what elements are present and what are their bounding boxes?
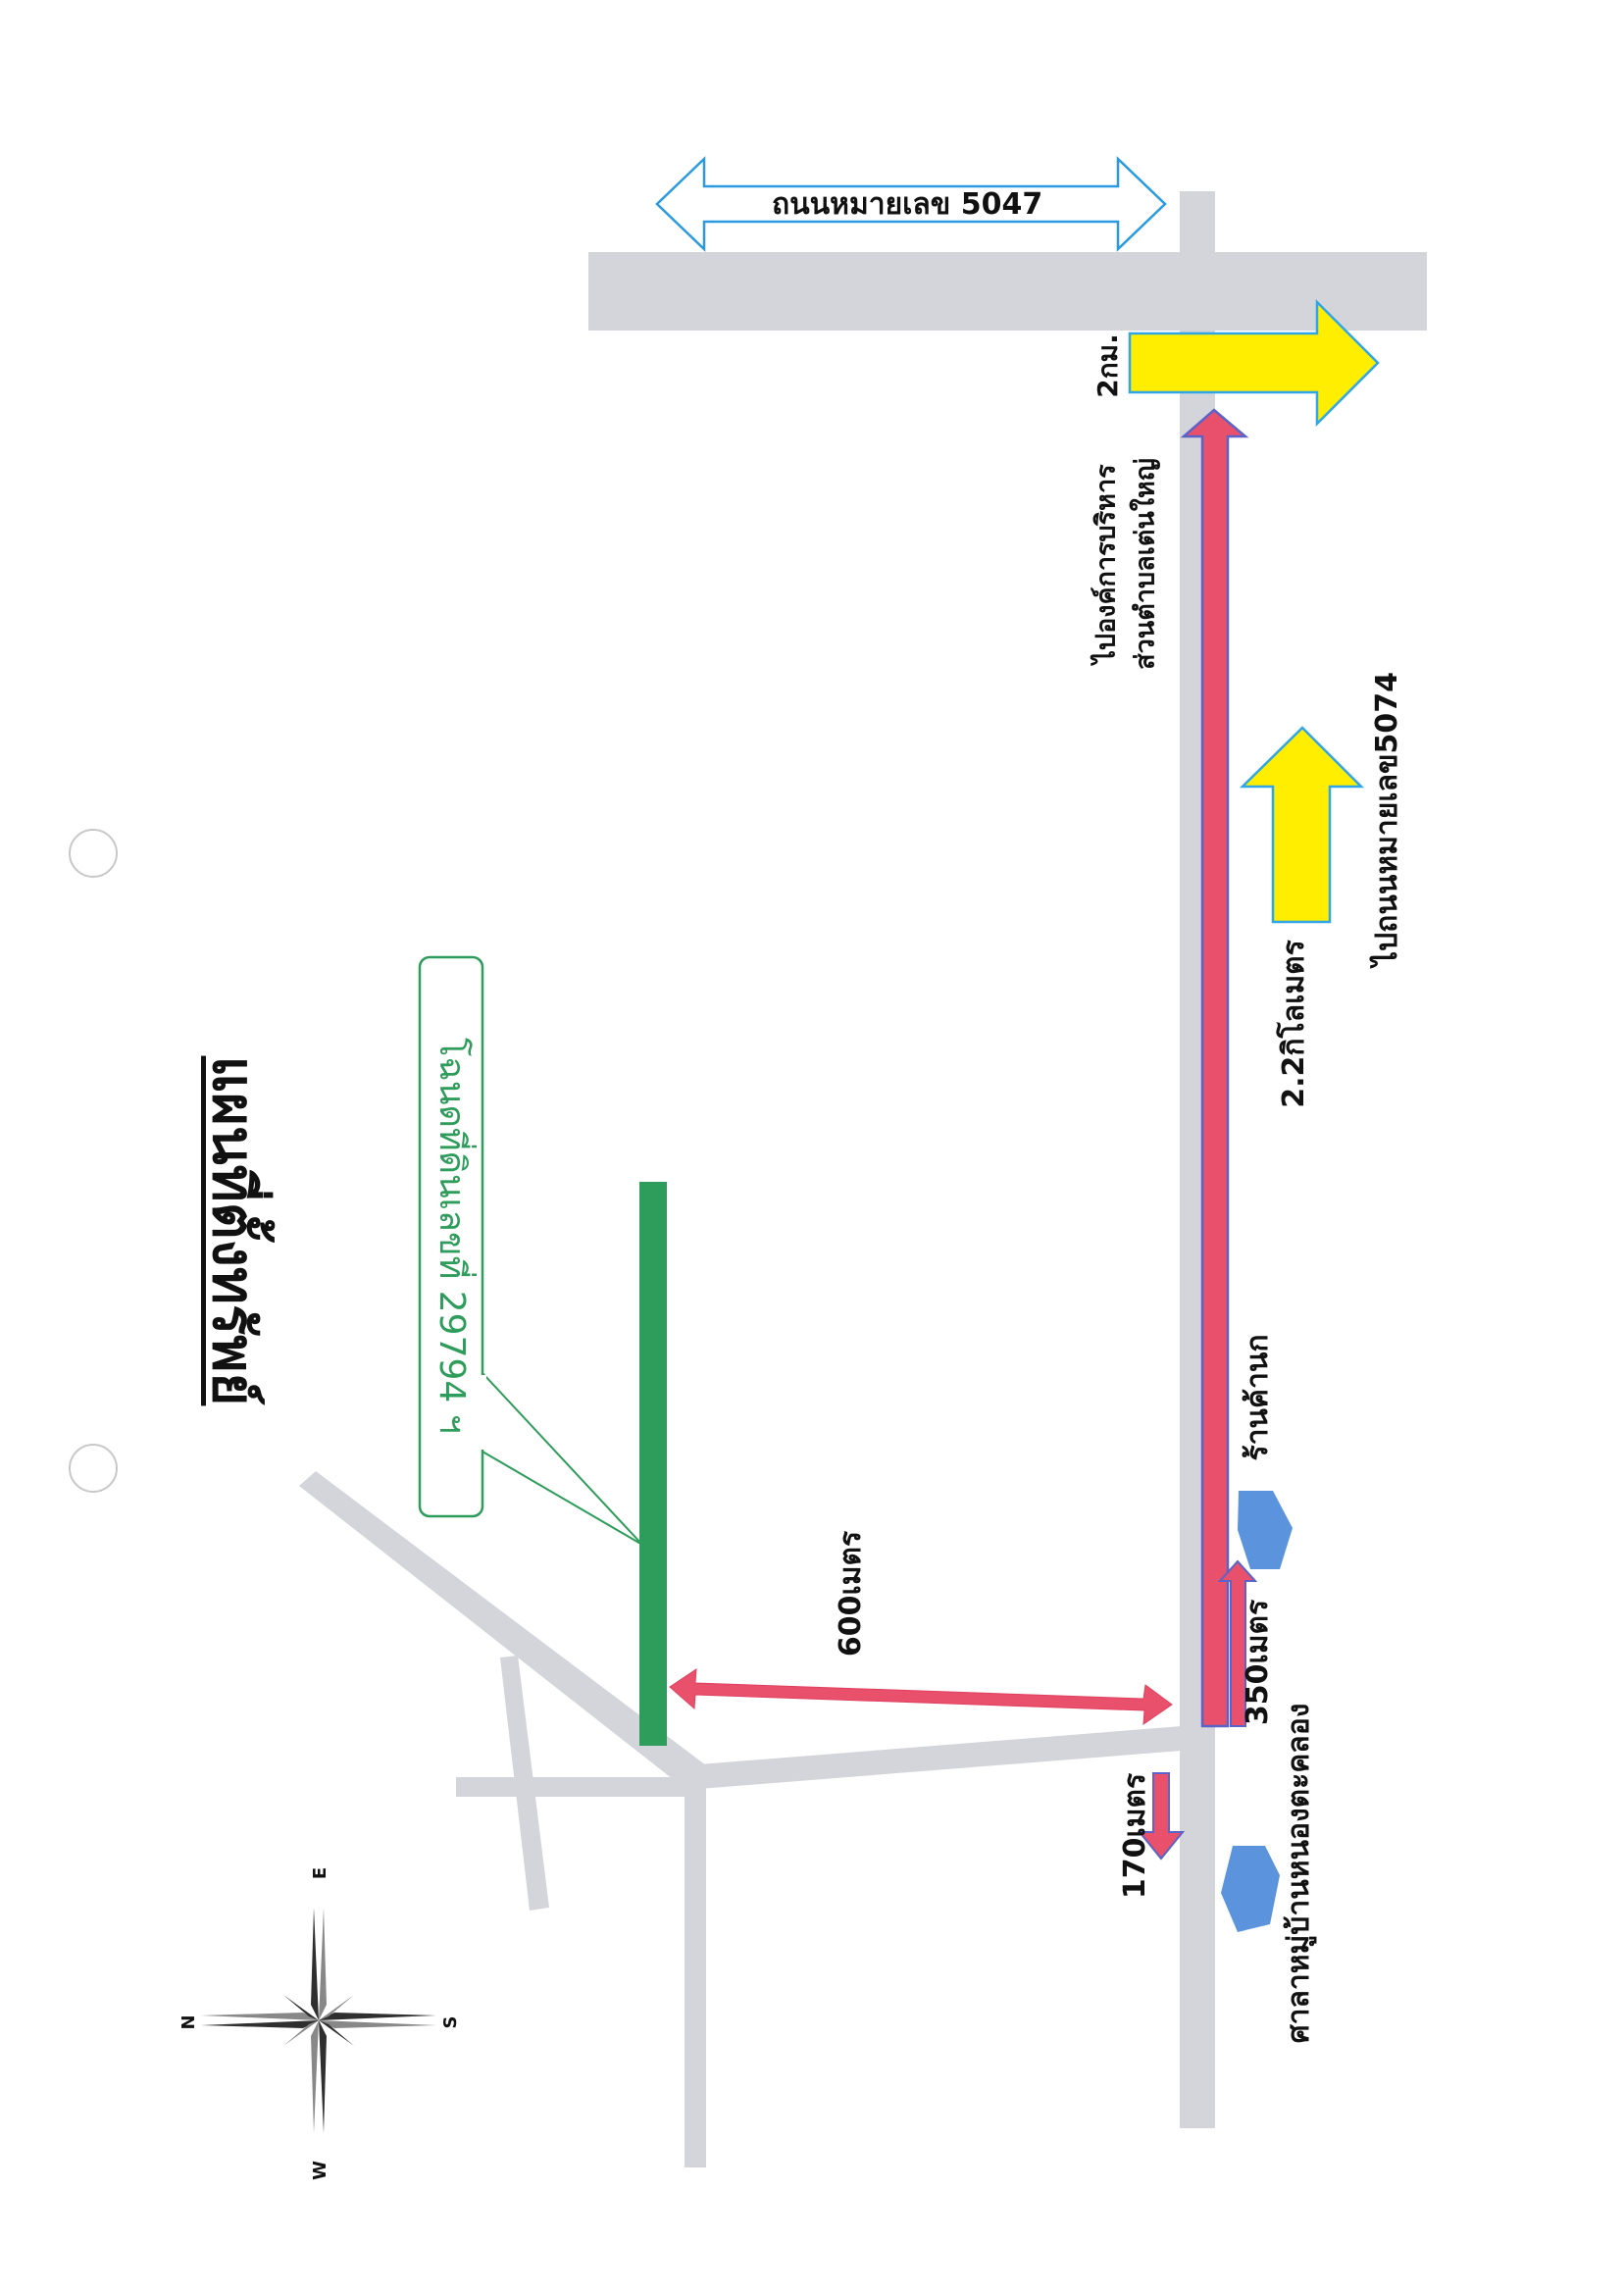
road-5047-label: ถนนหมายเลข 5047 bbox=[772, 187, 1043, 222]
compass-n: N bbox=[178, 2014, 199, 2030]
page-title: แผนที่ตั้งทรัพย์ bbox=[200, 1055, 267, 1406]
road-5047 bbox=[588, 252, 1427, 331]
road-5047-arrow bbox=[655, 156, 1167, 252]
village-hall-landmark-icon bbox=[1221, 1846, 1280, 1932]
route-600-double-arrow bbox=[669, 1668, 1173, 1726]
dist-600-label: 600เมตร bbox=[834, 1530, 868, 1657]
compass-w: W bbox=[310, 2161, 330, 2180]
route-350-arrow bbox=[1217, 1559, 1258, 1727]
yellow-arrow-to-sao bbox=[1128, 298, 1380, 428]
binder-hole-bottom bbox=[69, 1444, 118, 1493]
shop-label: ร้านค้านก bbox=[1241, 1334, 1275, 1461]
side-road-branch bbox=[686, 1726, 1182, 1790]
callout-pointer bbox=[482, 1370, 643, 1546]
diagonal-road bbox=[299, 1471, 706, 1790]
compass-s: S bbox=[440, 2015, 461, 2029]
compass-rose-icon bbox=[201, 1908, 436, 2133]
west-road bbox=[685, 1785, 706, 2167]
callout bbox=[418, 955, 643, 1546]
yellow-arrow-to-road-5074 bbox=[1239, 726, 1365, 924]
short-road-vertical bbox=[500, 1656, 549, 1911]
callout-box bbox=[418, 955, 484, 1518]
main-route-arrow bbox=[1180, 408, 1249, 1728]
dist-170-label: 170เมตร bbox=[1118, 1772, 1152, 1900]
callout-text: โฉนดที่ดินเลขที่ 29794 ฯ bbox=[431, 1038, 472, 1434]
village-hall-label: ศาลาหมู่บ้านหนองตะคลอง bbox=[1282, 1703, 1316, 2044]
compass-e: E bbox=[310, 1866, 330, 1880]
land-parcel bbox=[639, 1182, 667, 1746]
shop-landmark-icon bbox=[1238, 1491, 1293, 1569]
dist-350-label: 350เมตร bbox=[1241, 1599, 1275, 1726]
route-170-arrow bbox=[1137, 1772, 1186, 1861]
binder-hole-top bbox=[69, 829, 118, 878]
to-road-5074-label: ไปถนนหมายเลข5074 bbox=[1370, 672, 1404, 966]
dist-2-2km-label: 2.2กิโลเมตร bbox=[1277, 940, 1311, 1108]
short-road-horizontal bbox=[456, 1777, 691, 1797]
to-sao-label: ไปองค์การบริหาร bbox=[1091, 464, 1122, 664]
dist-2km-label: 2กม. bbox=[1091, 333, 1124, 398]
to-sao-label-line2: ส่วนตำบลเต่นใหญ่ bbox=[1130, 458, 1161, 670]
